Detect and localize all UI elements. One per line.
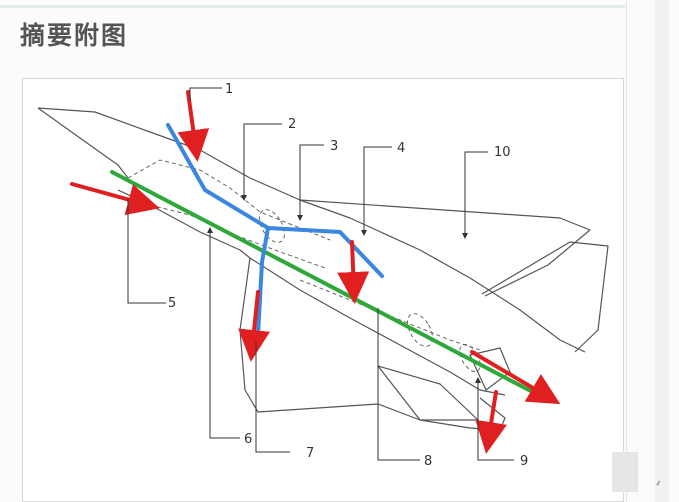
leader-10 xyxy=(462,151,488,239)
leader-6 xyxy=(207,227,240,439)
lower-fuselage xyxy=(249,257,506,396)
leader-9 xyxy=(475,377,514,461)
leader-1 xyxy=(189,87,222,100)
leader-8 xyxy=(377,308,420,461)
leader-7 xyxy=(255,342,290,453)
internal-ducts xyxy=(127,159,481,373)
callout-6: 6 xyxy=(244,432,252,447)
leader-lines xyxy=(127,87,514,461)
corner-icon: ⸙ xyxy=(655,479,662,489)
figure-card xyxy=(22,78,624,502)
main-wing xyxy=(299,199,591,297)
arrow-lower-down xyxy=(238,290,270,362)
callout-2: 2 xyxy=(288,117,296,132)
callout-labels: 1 2 3 4 5 6 7 8 9 10 xyxy=(168,82,528,469)
blue-flow-paths xyxy=(166,123,384,337)
panel-right-border xyxy=(626,0,627,502)
leader-4 xyxy=(361,146,392,236)
blue-upper-path xyxy=(166,123,384,278)
callout-7: 7 xyxy=(306,446,314,461)
tail-fin xyxy=(481,241,609,353)
arrow-inlet-front xyxy=(70,182,160,216)
callout-8: 8 xyxy=(424,454,432,469)
arrow-tail-down xyxy=(475,390,507,454)
ventral-fin xyxy=(377,365,479,421)
arrow-mid-down xyxy=(337,240,370,304)
arrow-exhaust xyxy=(470,350,561,405)
engine-duct-dashed xyxy=(299,279,481,351)
red-flow-arrows xyxy=(70,90,561,454)
green-axis-line xyxy=(110,170,550,402)
callout-3: 3 xyxy=(330,139,338,154)
callout-1: 1 xyxy=(225,82,233,97)
turbine-section xyxy=(407,313,433,347)
intake-duct-dashed xyxy=(127,159,331,241)
top-divider xyxy=(0,5,625,8)
scrollbar-track[interactable] xyxy=(655,0,669,502)
lower-duct-dashed xyxy=(149,204,326,269)
corner-shadow xyxy=(612,452,638,492)
callout-10: 10 xyxy=(494,145,511,160)
section-heading: 摘要附图 xyxy=(20,21,129,50)
callout-4: 4 xyxy=(397,141,405,156)
compressor-section xyxy=(259,209,285,243)
nose-lower xyxy=(37,107,129,179)
arrow-inlet-top xyxy=(177,90,210,162)
leader-2 xyxy=(241,123,282,201)
callout-9: 9 xyxy=(520,454,528,469)
leader-5 xyxy=(127,198,166,304)
aircraft-outline xyxy=(37,107,609,431)
fuselage-upper xyxy=(37,107,586,353)
leader-3 xyxy=(297,144,324,221)
callout-5: 5 xyxy=(168,296,176,311)
blue-down-path xyxy=(256,226,270,337)
